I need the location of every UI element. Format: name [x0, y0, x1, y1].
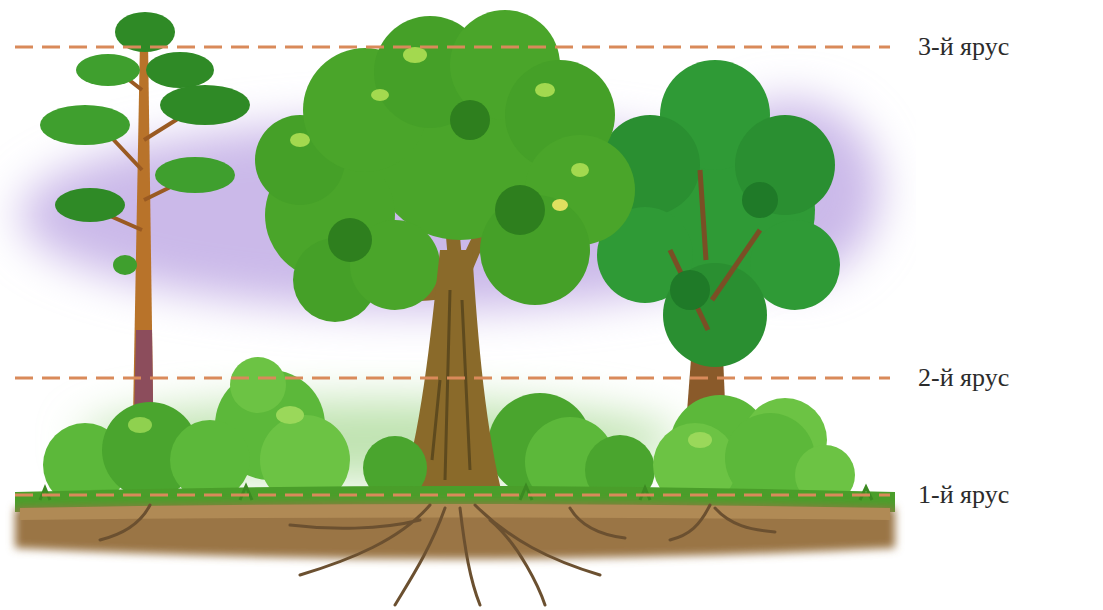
- right-tree: [597, 60, 840, 425]
- bush-highlight: [276, 406, 304, 424]
- grass-tufts: [40, 486, 872, 500]
- oak-shadow: [450, 100, 490, 140]
- pine-foliage: [160, 85, 250, 125]
- oak-highlight: [371, 89, 389, 101]
- tier-line: [15, 494, 890, 497]
- pine-foliage: [76, 54, 140, 86]
- tier-line: [15, 377, 890, 380]
- pine-foliage: [146, 52, 214, 88]
- oak-shadow: [495, 185, 545, 235]
- bush-highlight: [128, 417, 152, 433]
- ground: [15, 486, 895, 605]
- oak-highlight: [403, 47, 427, 63]
- oak-highlight: [290, 133, 310, 147]
- tier-label: 2-й ярус: [918, 364, 1009, 393]
- oak-highlight: [552, 199, 568, 211]
- tier-lines: [15, 47, 890, 495]
- crown-shadow: [670, 270, 710, 310]
- crown-shadow: [742, 182, 778, 218]
- bush: [230, 357, 286, 413]
- roots: [100, 505, 775, 605]
- pine-tree: [40, 12, 250, 470]
- tree-crown: [663, 263, 767, 367]
- tier-label: 1-й ярус: [918, 481, 1009, 510]
- bush-highlight: [688, 432, 712, 448]
- oak-bark: [432, 290, 470, 480]
- pine-foliage: [40, 105, 130, 145]
- pine-foliage: [113, 255, 137, 275]
- oak-highlight: [535, 83, 555, 97]
- tier-line: [15, 46, 890, 49]
- oak-shadow: [328, 218, 372, 262]
- pine-foliage: [155, 157, 235, 193]
- pine-foliage: [55, 188, 125, 222]
- oak-highlight: [571, 163, 589, 177]
- tier-label: 3-й ярус: [918, 33, 1009, 62]
